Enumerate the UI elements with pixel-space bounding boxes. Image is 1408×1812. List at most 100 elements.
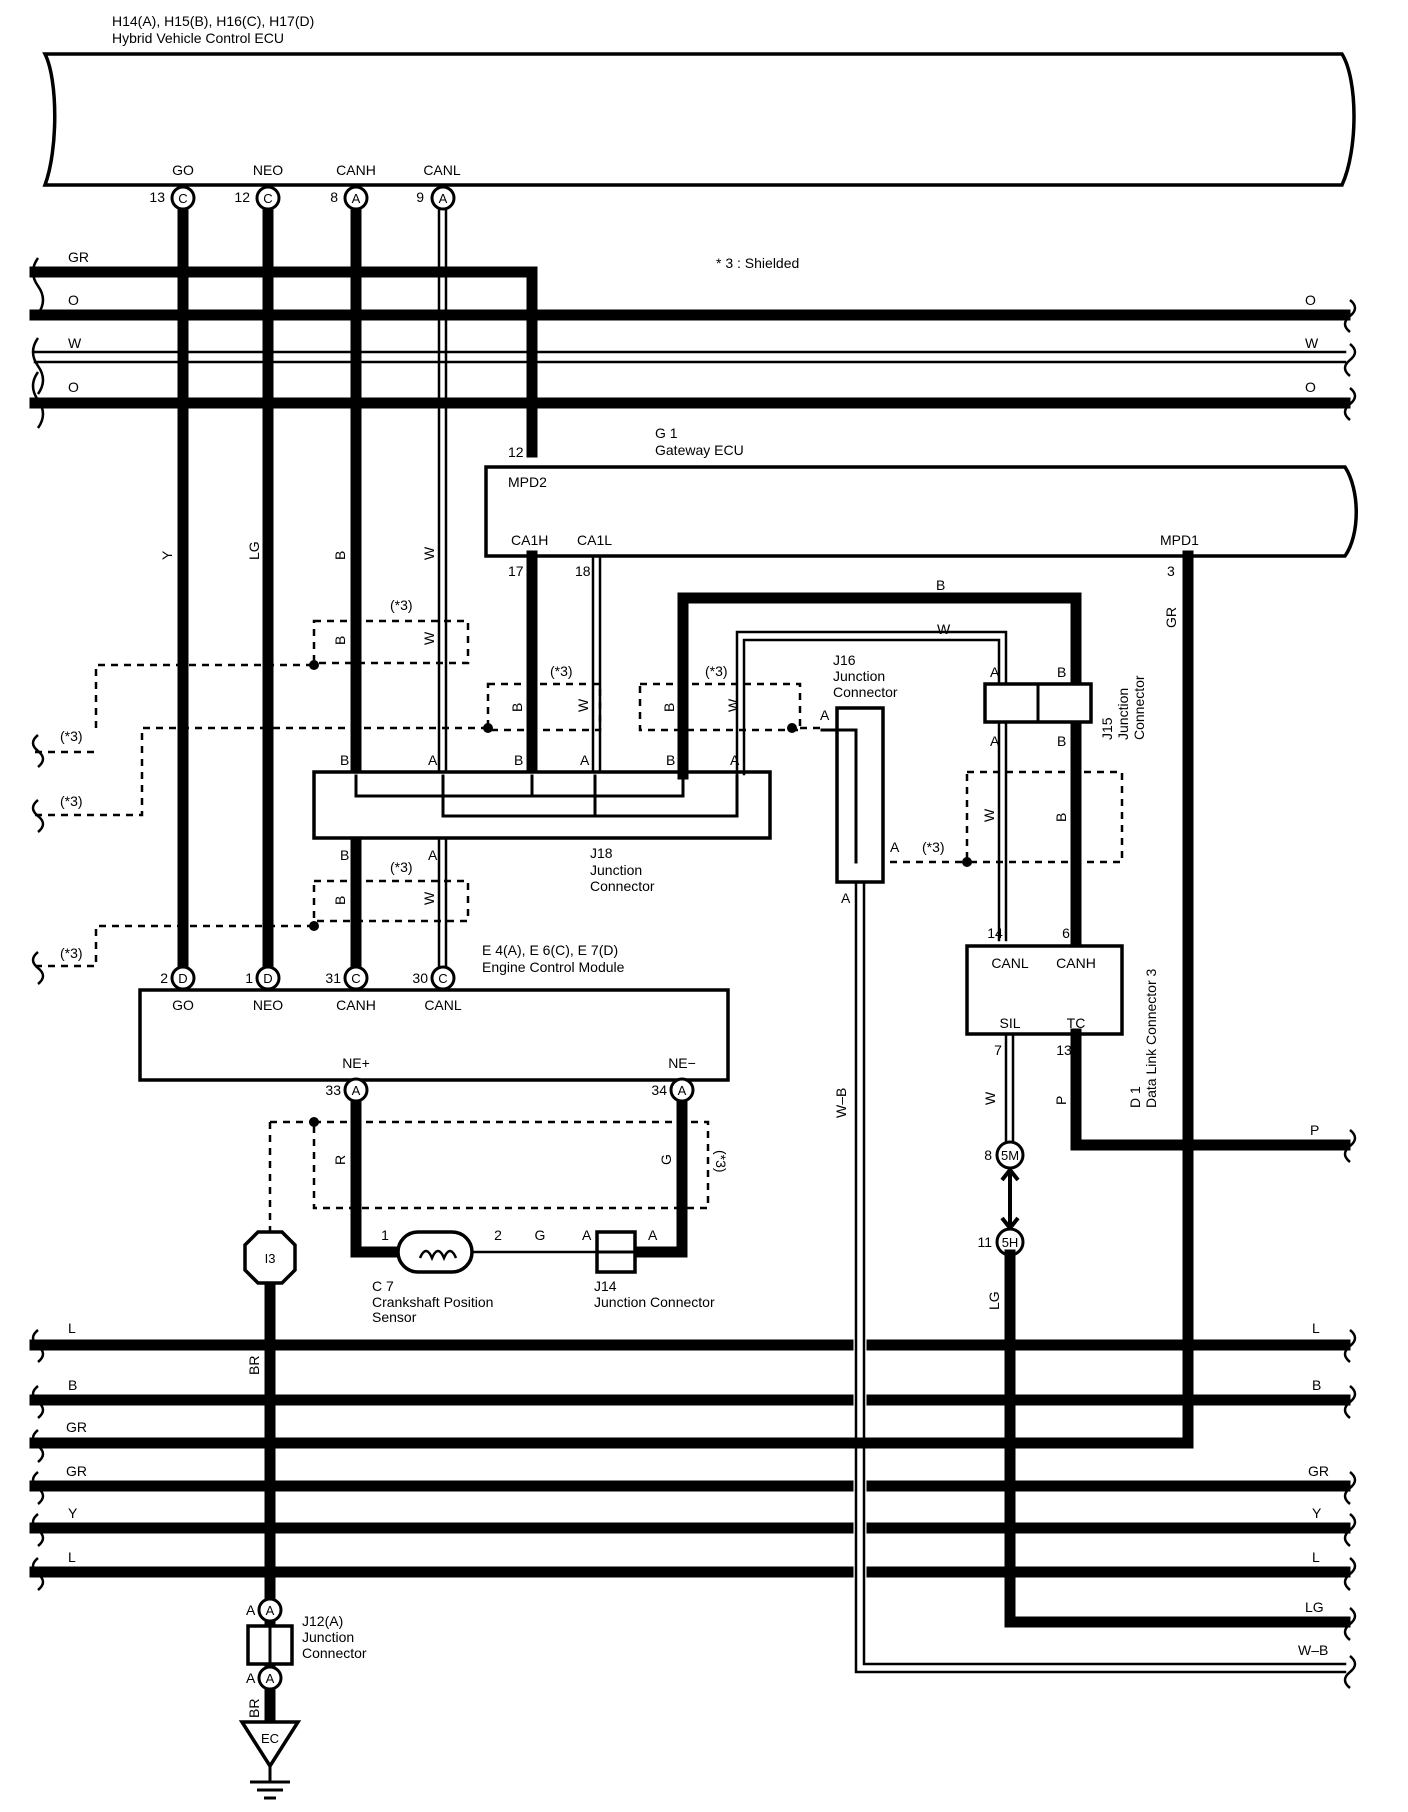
gateway-pin-18: 18 [575, 563, 591, 579]
lbl-b-s1: B [332, 636, 348, 645]
conn-5m-num: 8 [984, 1147, 992, 1163]
j12-name1: Junction [302, 1629, 354, 1645]
dlc-n13: 13 [1056, 1042, 1072, 1058]
svg-text:A: A [439, 191, 448, 206]
j18-pin-a2: A [580, 752, 590, 768]
hv-pin-num-9: 9 [416, 189, 424, 205]
ecm-pin-canl: CANL [424, 997, 462, 1013]
j18-body [312, 770, 772, 840]
connector-arrow-icon [1000, 1166, 1020, 1232]
svg-text:D: D [263, 971, 272, 986]
lbl-w-s3: W [725, 698, 741, 712]
shield-tag-6: (*3) [922, 839, 945, 855]
j15-id: J15 [1099, 717, 1115, 740]
ecm-pin-ne-plus: NE+ [342, 1055, 370, 1071]
lbl-w-s2: W [575, 698, 591, 712]
top-wires: GR O W O O W O [29, 249, 1351, 458]
shield-tag-2: (*3) [60, 728, 83, 744]
j15-pin-a-bot: A [990, 733, 1000, 749]
j14-pin-a1: A [582, 1227, 592, 1243]
j12-id: J12(A) [302, 1613, 343, 1629]
j15-pin-a-top: A [990, 664, 1000, 680]
ecm-pins: D D C C [170, 965, 456, 991]
wire-gr-top: GR [68, 249, 89, 265]
wire-break-marks-left [31, 257, 45, 1591]
gateway-id: G 1 [655, 425, 678, 441]
wire-w-over: W [937, 621, 951, 637]
gateway-pin-17: 17 [508, 563, 524, 579]
hv-pin-canh: CANH [336, 162, 376, 178]
conn-5m: 5M [1001, 1148, 1019, 1163]
wire-w-vert: W [421, 546, 437, 560]
dlc-name: Data Link Connector 3 [1143, 968, 1159, 1108]
ecm-num-33: 33 [325, 1082, 341, 1098]
j16-body [835, 706, 885, 884]
ground-icon: EC [238, 1720, 302, 1800]
ecm-num-31: 31 [325, 970, 341, 986]
shield-tag-1: (*3) [390, 597, 413, 613]
c7-id: C 7 [372, 1278, 394, 1294]
wire-o-top2-r: O [1305, 379, 1316, 395]
dlc-sil: SIL [999, 1015, 1020, 1031]
c7-pin1: 1 [381, 1227, 389, 1243]
j18-pin-a-bot: A [428, 847, 438, 863]
j12-conn-bot: A [266, 1671, 275, 1686]
gateway-pin-12: 12 [508, 444, 524, 460]
j18-pin-b2: B [514, 752, 523, 768]
wire-b-vert: B [332, 551, 348, 560]
ec-label: EC [261, 1731, 279, 1746]
vertical-wires: Y LG B W [159, 192, 448, 974]
j15-pin-b-bot: B [1057, 733, 1066, 749]
gateway-body [484, 465, 1358, 558]
wire-lg-vert: LG [246, 541, 262, 560]
crankshaft-sensor-icon [396, 1230, 474, 1274]
wire-l-b2-r: L [1312, 1549, 1320, 1565]
j18-pin-a3: A [730, 752, 740, 768]
hv-pin-num-8: 8 [330, 189, 338, 205]
j16-pin-a-bot: A [841, 890, 851, 906]
dlc-canl: CANL [991, 955, 1029, 971]
c7-name2: Sensor [372, 1309, 417, 1325]
j16-pin-a-top: A [820, 707, 830, 723]
lbl-b-s2: B [509, 703, 525, 712]
conn-5h: 5H [1002, 1235, 1019, 1250]
wire-l-b1: L [68, 1320, 76, 1336]
gateway-pin-3: 3 [1167, 563, 1175, 579]
ecm-num-34: 34 [651, 1082, 667, 1098]
svg-text:C: C [351, 971, 360, 986]
gateway-mpd2: MPD2 [508, 474, 547, 490]
dlc-n14: 14 [987, 925, 1003, 941]
dlc-canh: CANH [1056, 955, 1096, 971]
wire-wb-vert: W–B [833, 1088, 849, 1118]
wire-p-vert: P [1053, 1096, 1069, 1105]
shield-tag-5: (*3) [705, 663, 728, 679]
j15-pin-b-top: B [1057, 664, 1066, 680]
lbl-w-s1: W [421, 631, 437, 645]
ecm-num-2: 2 [160, 970, 168, 986]
wire-lg-5h: LG [986, 1291, 1002, 1310]
wire-gr-b2: GR [66, 1463, 87, 1479]
j12-pin-a-bot: A [246, 1670, 256, 1686]
wire-gr-mpd1: GR [1163, 607, 1179, 628]
gateway-ca1l: CA1L [577, 532, 612, 548]
shield-note: * 3 : Shielded [716, 255, 799, 271]
wire-lg-b-r: LG [1305, 1599, 1324, 1615]
j14-id: J14 [594, 1278, 617, 1294]
wire-w-top: W [68, 335, 82, 351]
wire-br-2: BR [246, 1699, 262, 1718]
svg-text:D: D [178, 971, 187, 986]
wire-br-1: BR [246, 1356, 262, 1375]
i3-label: I3 [265, 1251, 276, 1266]
j16-name1: Junction [833, 668, 885, 684]
wire-b-b1: B [68, 1377, 77, 1393]
j18-pin-b1: B [340, 752, 349, 768]
wire-break-marks-right [1343, 299, 1357, 1689]
dlc-n7: 7 [994, 1042, 1002, 1058]
hv-pin-num-12: 12 [234, 189, 250, 205]
j14-name: Junction Connector [594, 1294, 715, 1310]
shield-tag-7: (*3) [390, 859, 413, 875]
wire-o-top1-r: O [1305, 292, 1316, 308]
ecm-id: E 4(A), E 6(C), E 7(D) [482, 942, 618, 958]
j18-pin-b-bot: B [340, 847, 349, 863]
